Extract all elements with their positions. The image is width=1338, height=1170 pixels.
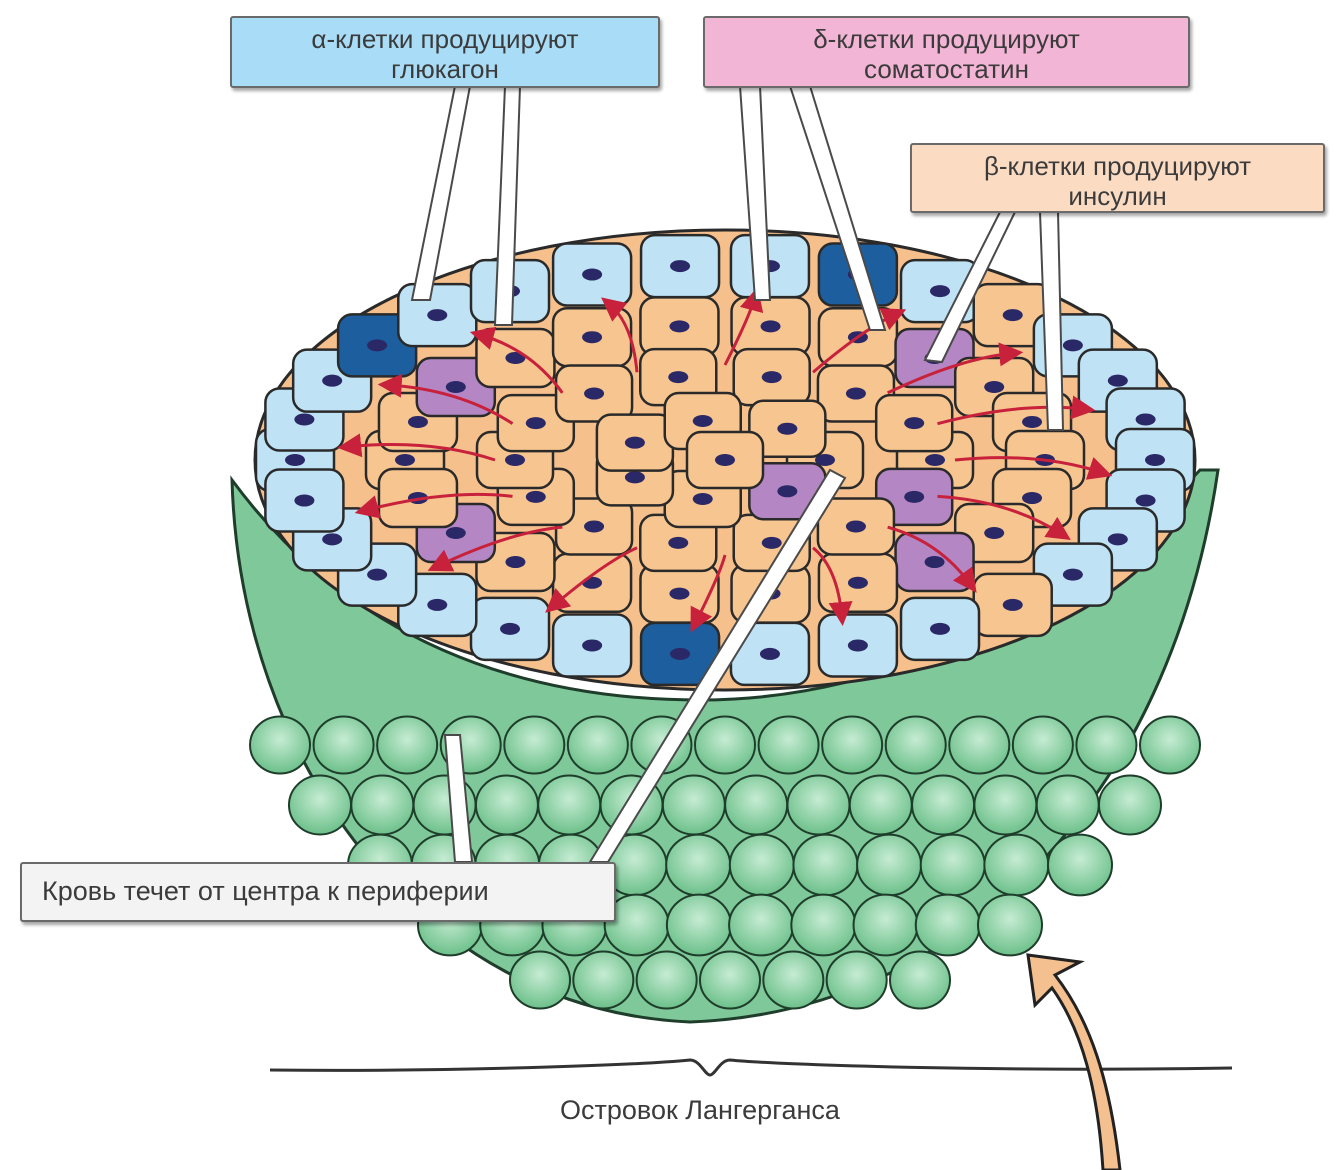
islet-cell bbox=[974, 574, 1052, 636]
islet-cell bbox=[556, 366, 632, 422]
acinar-cell bbox=[667, 895, 731, 956]
acinar-cell bbox=[1140, 717, 1200, 774]
acinar-cell bbox=[538, 776, 600, 835]
acinar-cell bbox=[289, 776, 351, 835]
islet-cell bbox=[553, 554, 631, 612]
acinar-cell bbox=[763, 952, 823, 1009]
blood-flow-callout: Кровь течет от центра к периферии bbox=[20, 862, 616, 922]
alpha-cell-callout: α-клетки продуцируют глюкагон bbox=[230, 16, 660, 88]
islet-cell bbox=[597, 415, 673, 471]
beta-cell-callout: β-клетки продуцируют инсулин bbox=[910, 143, 1325, 213]
acinar-cell bbox=[822, 717, 882, 774]
islet-cell bbox=[818, 498, 894, 554]
acinar-cell bbox=[476, 776, 538, 835]
islet-cell bbox=[641, 235, 719, 297]
islet-caption: Островок Лангерганса bbox=[560, 1095, 960, 1126]
acinar-cell bbox=[759, 717, 819, 774]
acinar-cell bbox=[787, 776, 849, 835]
beta-callout-line2: инсулин bbox=[912, 181, 1323, 211]
islet-cell bbox=[896, 533, 974, 591]
acinar-cell bbox=[793, 835, 857, 896]
acinar-cell bbox=[666, 835, 730, 896]
acinar-cell bbox=[351, 776, 413, 835]
islet-cell bbox=[471, 598, 549, 660]
acinar-cell bbox=[377, 717, 437, 774]
acinar-cell bbox=[700, 952, 760, 1009]
acinar-cell bbox=[978, 895, 1042, 956]
acinar-cell bbox=[857, 835, 921, 896]
acinar-cell bbox=[1048, 835, 1112, 896]
islet-cell bbox=[819, 554, 897, 612]
islet-cell bbox=[687, 432, 763, 488]
islet-cell bbox=[819, 614, 897, 676]
acinar-cell bbox=[510, 952, 570, 1009]
acinar-cell bbox=[1099, 776, 1161, 835]
beta-callout-line1: β-клетки продуцируют bbox=[912, 151, 1323, 181]
alpha-callout-line1: α-клетки продуцируют bbox=[232, 24, 658, 54]
islet-cell bbox=[553, 244, 631, 306]
acinar-cell bbox=[916, 895, 980, 956]
islet-cell bbox=[398, 284, 476, 346]
acinar-cell bbox=[573, 952, 633, 1009]
delta-callout-line2: соматостатин bbox=[705, 54, 1188, 84]
acinar-cell bbox=[314, 717, 374, 774]
acinar-cell bbox=[827, 952, 887, 1009]
acinar-cell bbox=[949, 717, 1009, 774]
acinar-cell bbox=[504, 717, 564, 774]
islet-cell bbox=[640, 297, 718, 355]
acinar-cell bbox=[921, 835, 985, 896]
islet-cell bbox=[265, 470, 343, 532]
acinar-cell bbox=[1013, 717, 1073, 774]
acinar-cell bbox=[568, 717, 628, 774]
acinar-cell bbox=[1076, 717, 1136, 774]
acinar-cell bbox=[1037, 776, 1099, 835]
incoming-arrow bbox=[1028, 955, 1120, 1170]
acinar-cell bbox=[637, 952, 697, 1009]
delta-callout-line1: δ-клетки продуцируют bbox=[705, 24, 1188, 54]
acinar-cell bbox=[791, 895, 855, 956]
acinar-cell bbox=[663, 776, 725, 835]
acinar-cell bbox=[729, 895, 793, 956]
delta-cell-callout: δ-клетки продуцируют соматостатин bbox=[703, 16, 1190, 88]
islet-cell bbox=[640, 565, 718, 623]
acinar-cell bbox=[886, 717, 946, 774]
islet-cell bbox=[553, 614, 631, 676]
acinar-cell bbox=[854, 895, 918, 956]
acinar-cell bbox=[890, 952, 950, 1009]
islet-cell bbox=[734, 349, 810, 405]
acinar-cell bbox=[984, 835, 1048, 896]
alpha-callout-line2: глюкагон bbox=[232, 54, 658, 84]
acinar-cell bbox=[850, 776, 912, 835]
acinar-cell bbox=[730, 835, 794, 896]
acinar-cell bbox=[725, 776, 787, 835]
acinar-cell bbox=[695, 717, 755, 774]
islet-cell bbox=[901, 598, 979, 660]
acinar-cell bbox=[912, 776, 974, 835]
blood-flow-text: Кровь течет от центра к периферии bbox=[42, 876, 614, 906]
acinar-cell bbox=[250, 717, 310, 774]
acinar-cell bbox=[974, 776, 1036, 835]
